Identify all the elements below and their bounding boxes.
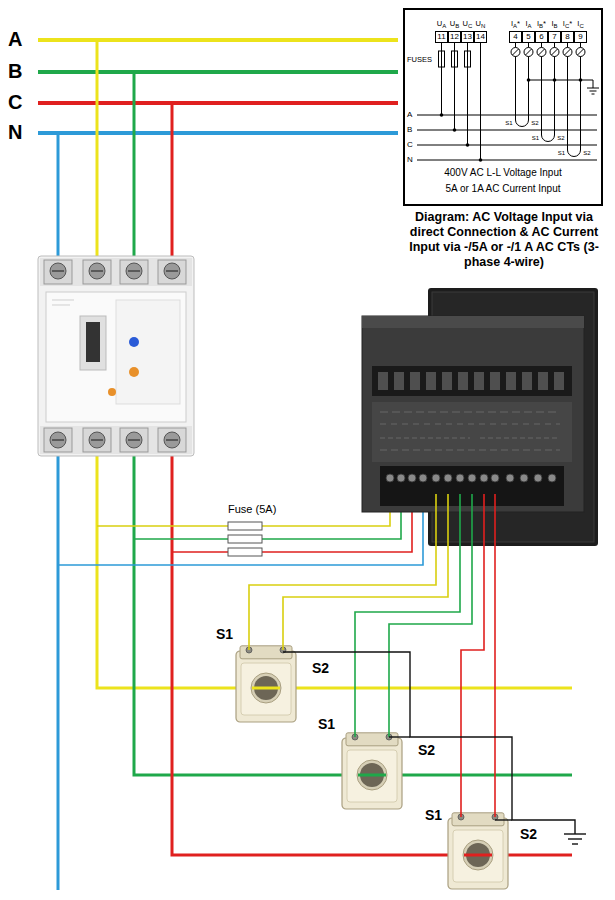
terminal-name: S2 — [520, 826, 537, 842]
terminal-name: S1 — [425, 807, 442, 823]
terminal-diagram-box: 400V AC L-L Voltage Input 5A or 1A AC Cur… — [403, 8, 603, 206]
bus-label: N — [8, 120, 22, 144]
subscript: C — [565, 23, 569, 29]
terminal-number: 8 — [561, 31, 574, 43]
signal-name: UN — [476, 19, 486, 28]
terminal-number: 6 — [535, 31, 548, 43]
bus-label: C — [8, 90, 22, 114]
signal-name: IC* — [563, 19, 572, 28]
signal-name: UC — [463, 19, 473, 28]
terminal-name: S2 — [583, 150, 590, 157]
subscript: B — [539, 23, 543, 29]
signal-name: UA — [437, 19, 446, 28]
common-ground-wire — [283, 652, 586, 844]
subscript: C — [468, 23, 472, 29]
terminal-name: S2 — [418, 742, 435, 758]
terminal-number: 5 — [522, 31, 535, 43]
inset-schematic — [405, 10, 601, 204]
signal-name: UB — [450, 19, 459, 28]
current-transformer: S1S2 — [425, 803, 555, 893]
fuses-label: FUSES — [407, 55, 432, 64]
signal-name: IA* — [511, 19, 520, 28]
subscript: A — [442, 23, 446, 29]
terminal-number: 13 — [461, 31, 474, 43]
phase-label: B — [407, 125, 412, 135]
terminal-name: S1 — [318, 716, 335, 732]
subscript: N — [481, 23, 485, 29]
terminal-name: S1 — [558, 150, 565, 157]
diagram-title: Diagram: AC Voltage Input via direct Con… — [405, 210, 603, 270]
bus-label: B — [8, 59, 22, 83]
subscript: A — [528, 23, 532, 29]
fuse-group: Fuse (5A) — [226, 503, 281, 518]
terminal-name: S1 — [532, 135, 539, 142]
terminal-name: S1 — [216, 626, 233, 642]
subscript: B — [455, 23, 459, 29]
input-rating: 400V AC L-L Voltage Input — [405, 166, 601, 179]
phase-label: A — [407, 110, 412, 120]
circuit-breaker — [38, 256, 194, 456]
terminal-number: 7 — [548, 31, 561, 43]
terminal-name: S2 — [557, 135, 564, 142]
bus-label: A — [8, 27, 22, 51]
subscript: B — [554, 23, 558, 29]
phase-label: C — [407, 140, 413, 150]
fuse-label: Fuse (5A) — [228, 503, 276, 516]
terminal-number: 12 — [448, 31, 461, 43]
subscript: C — [579, 23, 583, 29]
current-transformer: S1S2 — [318, 716, 452, 811]
power-meter — [362, 288, 598, 546]
current-transformer: S1S2 — [214, 624, 339, 724]
signal-name: IB* — [537, 19, 546, 28]
input-rating: 5A or 1A AC Current Input — [405, 182, 601, 195]
terminal-name: S2 — [531, 120, 538, 127]
signal-name: IC — [577, 19, 583, 28]
signal-name: IA — [525, 19, 531, 28]
terminal-number: 9 — [574, 31, 587, 43]
phase-label: N — [407, 155, 413, 165]
terminal-name: S1 — [505, 120, 512, 127]
fuse-symbols — [228, 522, 262, 556]
terminal-number: 14 — [474, 31, 487, 43]
current-transformers — [236, 646, 508, 889]
signal-name: IB — [551, 19, 557, 28]
terminal-name: S2 — [312, 660, 329, 676]
terminal-number: 4 — [509, 31, 522, 43]
bus-bars — [38, 40, 398, 133]
subscript: A — [513, 23, 517, 29]
terminal-number: 11 — [435, 31, 448, 43]
current-wires — [249, 494, 495, 817]
